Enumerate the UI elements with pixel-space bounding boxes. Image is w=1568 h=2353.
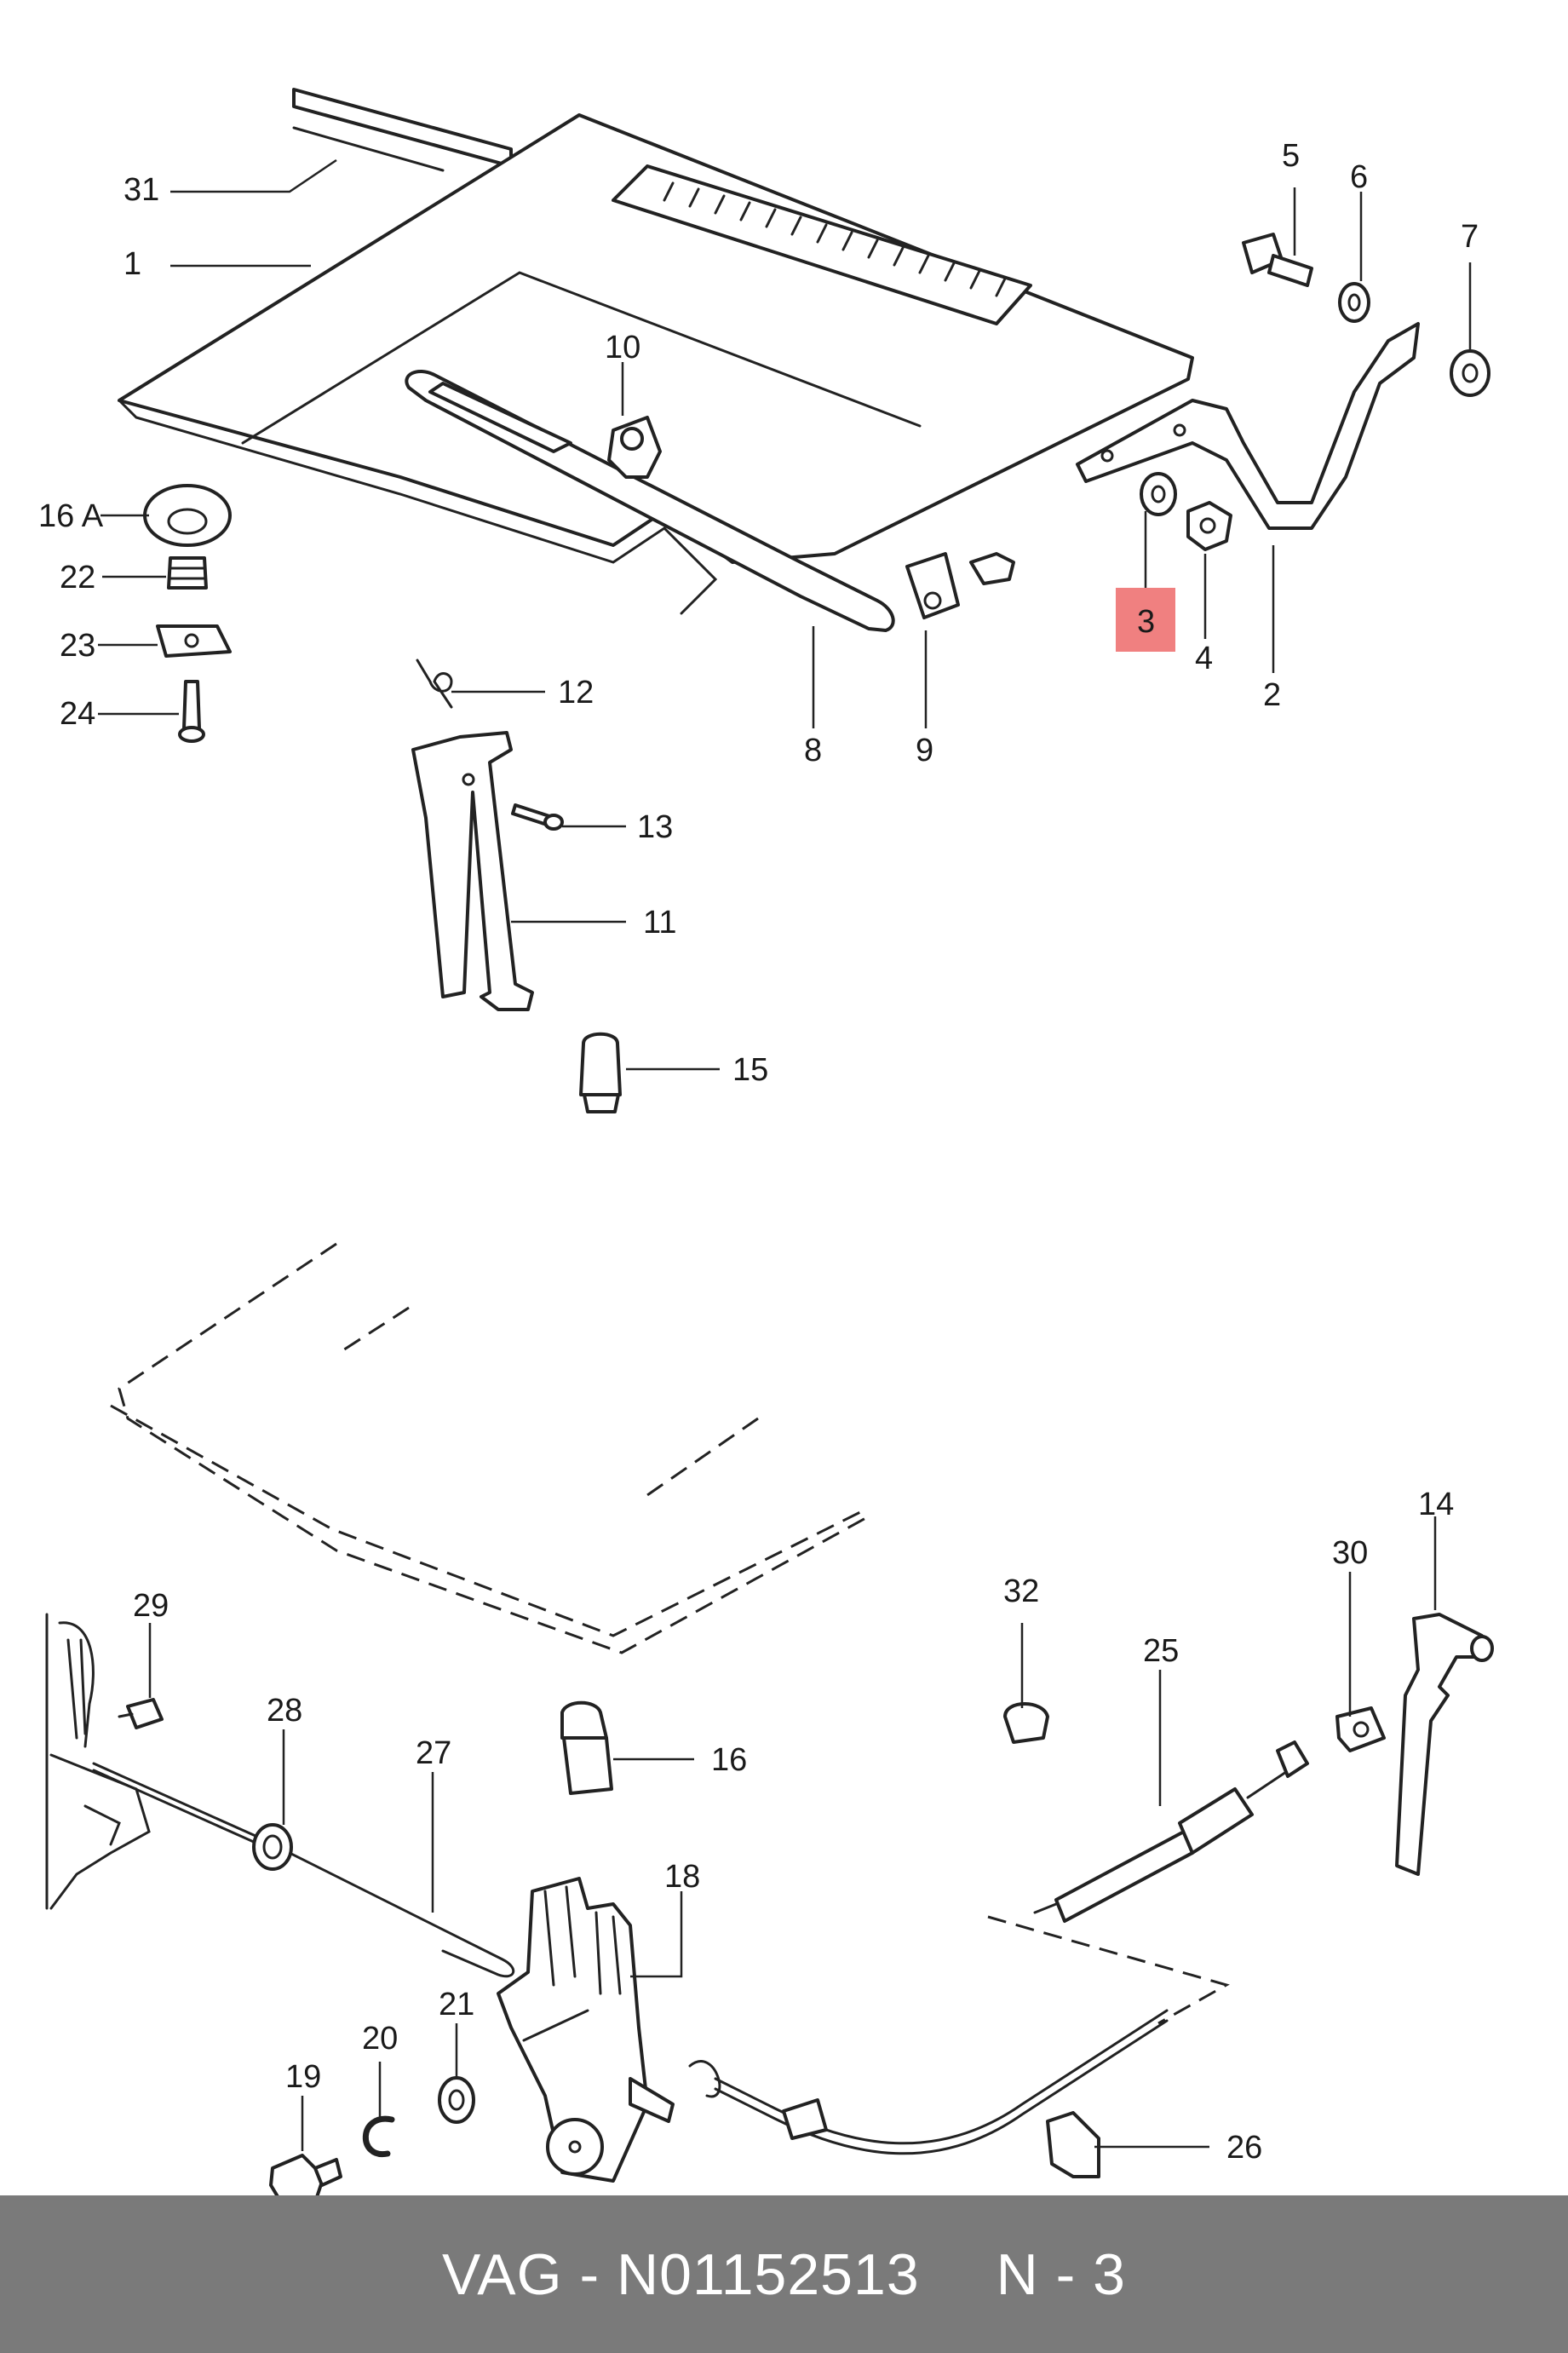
clip-26: [1046, 2111, 1100, 2178]
lock-carrier-fragment: [45, 1613, 151, 1910]
exploded-view-drawing: 31 1 5 6 7 10 16 A 22 23 24 3 4 2 8 9 12…: [38, 88, 1494, 2195]
part-number: N01152513: [617, 2241, 920, 2307]
hinge: [1076, 322, 1420, 530]
callout-16a: 16 A: [38, 498, 104, 534]
callout-13: 13: [637, 809, 673, 845]
leader-lines: [98, 158, 1472, 2151]
bolt-29: [118, 1698, 164, 1729]
callout-21: 21: [439, 1987, 474, 2022]
highlight-box: [1116, 588, 1175, 652]
buffer-16a: [143, 484, 232, 547]
spring-12: [416, 659, 453, 709]
prop-bracket: [411, 731, 534, 1011]
holder-30: [1335, 1706, 1386, 1752]
hood-panel: [118, 113, 1194, 615]
callout-14: 14: [1418, 1487, 1454, 1522]
callout-20: 20: [362, 2021, 398, 2057]
screw-24: [178, 680, 205, 743]
clip-32: [1003, 1702, 1049, 1744]
circlip-20: [362, 2115, 395, 2158]
callout-labels: 31 1 5 6 7 10 16 A 22 23 24 3 4 2 8 9 12…: [38, 138, 1479, 2166]
callout-30: 30: [1332, 1535, 1368, 1571]
pin-13: [511, 803, 564, 831]
brand-label: VAG: [442, 2241, 563, 2307]
callout-27: 27: [416, 1735, 451, 1771]
seal-strip: [292, 88, 513, 172]
release-lever: [1395, 1613, 1494, 1876]
callout-18: 18: [664, 1859, 700, 1895]
washer-21: [438, 2076, 475, 2124]
callout-28: 28: [267, 1693, 302, 1729]
grommet-28: [252, 1823, 293, 1871]
washer-6: [1338, 282, 1370, 323]
spring-22: [167, 556, 208, 590]
plate-23: [156, 624, 232, 658]
callout-1: 1: [123, 246, 141, 282]
callout-4: 4: [1195, 641, 1213, 676]
callout-16: 16: [711, 1742, 747, 1778]
callout-6: 6: [1350, 159, 1368, 195]
callout-32: 32: [1003, 1573, 1039, 1609]
callout-22: 22: [60, 560, 95, 595]
part-caption-bar: VAG - N01152513 N - 3: [0, 2195, 1568, 2353]
callout-8: 8: [804, 733, 822, 768]
callout-24: 24: [60, 696, 95, 732]
callout-9: 9: [916, 733, 933, 768]
release-cable-25: [688, 1740, 1309, 2155]
release-cable: [92, 1762, 514, 1978]
buffer-15: [579, 1032, 622, 1113]
washer-3: [1140, 472, 1177, 516]
washer-7: [1450, 349, 1490, 397]
callout-19: 19: [285, 2059, 321, 2095]
buffer-16: [560, 1700, 613, 1795]
bolt-5: [1242, 233, 1313, 287]
body-outline-dashed: [110, 1242, 1230, 2025]
callout-10: 10: [605, 330, 640, 365]
callout-12: 12: [558, 675, 594, 711]
clip-9: [905, 552, 1015, 619]
separator: -: [579, 2241, 600, 2307]
callout-29: 29: [133, 1588, 169, 1624]
callout-5: 5: [1282, 138, 1300, 174]
position-label: N - 3: [996, 2241, 1126, 2307]
callout-11: 11: [643, 905, 676, 941]
stay-rod: [405, 370, 895, 632]
callout-2: 2: [1263, 677, 1281, 713]
callout-26: 26: [1226, 2130, 1262, 2166]
callout-31: 31: [123, 172, 159, 208]
hood-lock: [497, 1877, 675, 2183]
callout-25: 25: [1143, 1633, 1179, 1669]
callout-3: 3: [1137, 604, 1155, 640]
nut-4: [1186, 501, 1232, 551]
callout-23: 23: [60, 628, 95, 664]
callout-15: 15: [732, 1052, 768, 1088]
bolt-19: [269, 2154, 342, 2195]
callout-7: 7: [1461, 219, 1479, 255]
clip-10: [607, 416, 662, 479]
